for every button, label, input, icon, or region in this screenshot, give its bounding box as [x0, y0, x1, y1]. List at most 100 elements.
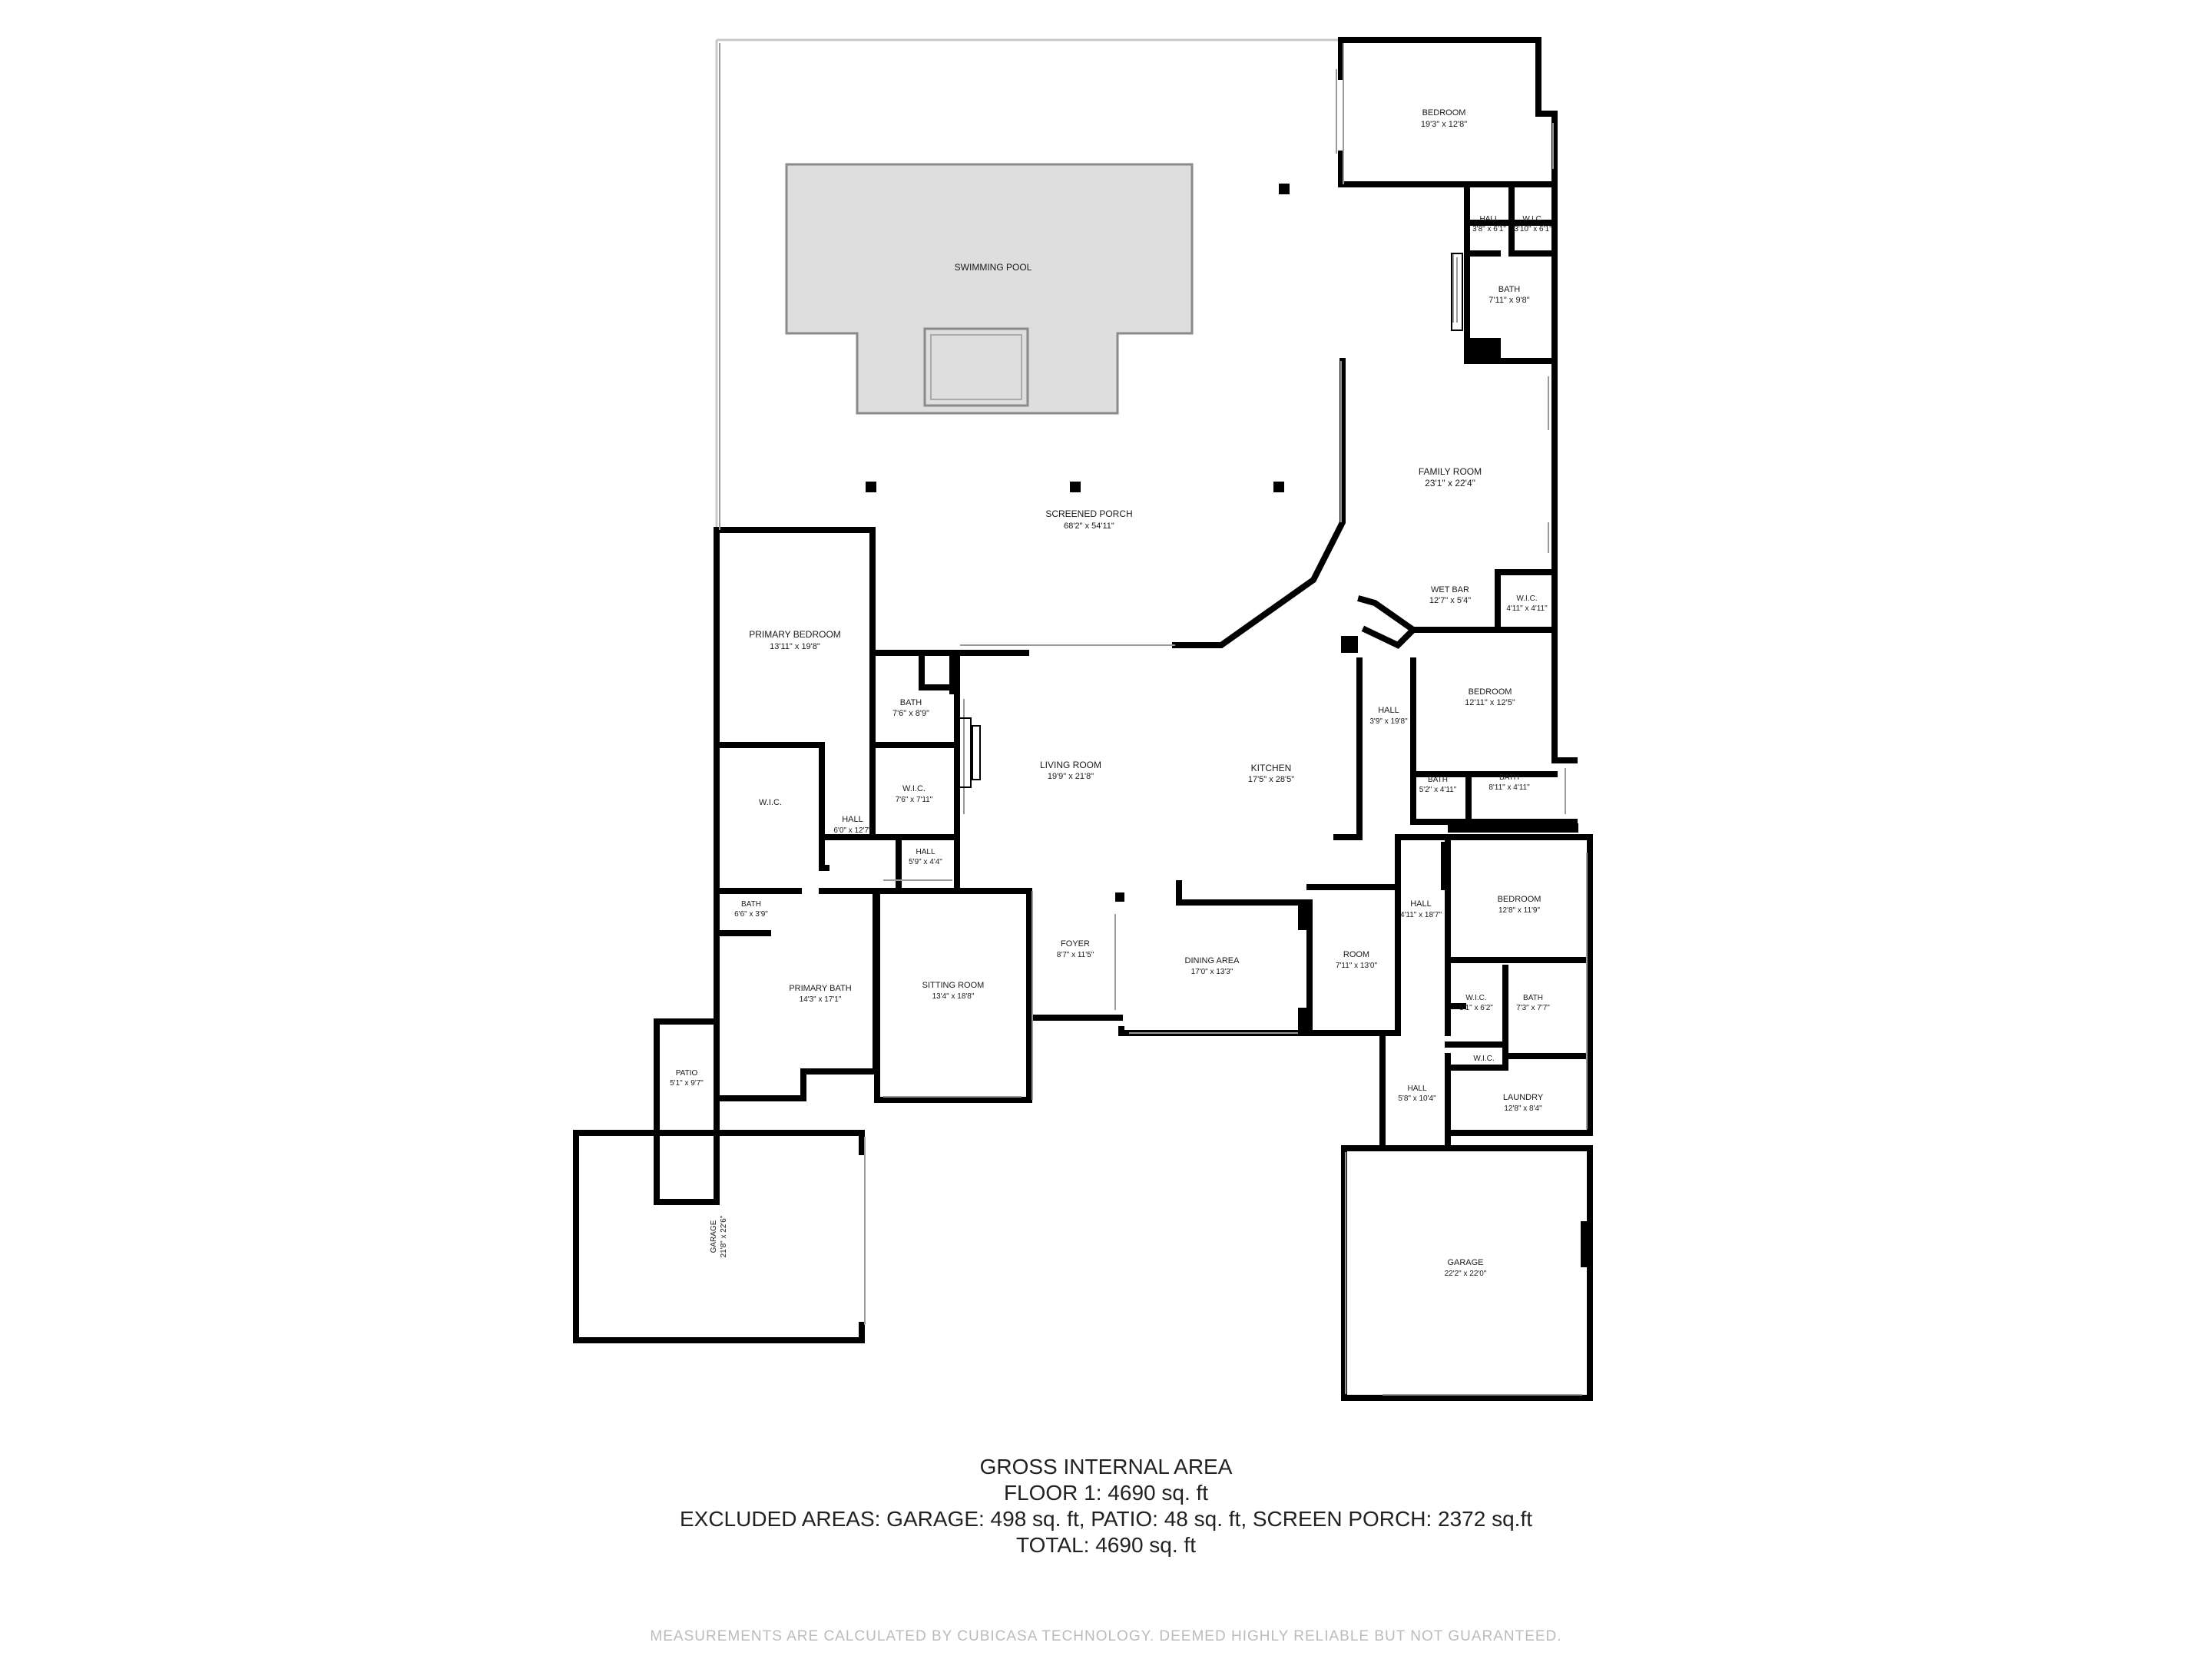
- svg-text:BATH: BATH: [741, 900, 761, 909]
- room-label-dining-area: DINING AREA 17'0" x 13'3": [1185, 956, 1240, 976]
- svg-text:7'6" x 8'9": 7'6" x 8'9": [892, 709, 929, 718]
- svg-text:12'8" x 11'9": 12'8" x 11'9": [1498, 906, 1541, 915]
- svg-text:14'3" x 17'1": 14'3" x 17'1": [800, 995, 842, 1004]
- room-label-wic-center: W.I.C. 7'6" x 7'11": [896, 784, 933, 804]
- svg-text:LAUNDRY: LAUNDRY: [1503, 1093, 1544, 1102]
- area-summary: GROSS INTERNAL AREA FLOOR 1: 4690 sq. ft…: [0, 1454, 2212, 1558]
- room-label-primary-bath: PRIMARY BATH 14'3" x 17'1": [789, 984, 851, 1004]
- svg-text:HALL: HALL: [1479, 215, 1498, 224]
- svg-text:19'9" x 21'8": 19'9" x 21'8": [1048, 772, 1094, 781]
- disclaimer: MEASUREMENTS ARE CALCULATED BY CUBICASA …: [650, 1628, 1562, 1644]
- svg-text:3'9" x 19'8": 3'9" x 19'8": [1369, 717, 1408, 726]
- svg-text:19'3" x 12'8": 19'3" x 12'8": [1421, 120, 1467, 129]
- svg-text:W.I.C.: W.I.C.: [1516, 594, 1537, 603]
- area-total: TOTAL: 4690 sq. ft: [1016, 1533, 1196, 1557]
- svg-text:W.I.C.: W.I.C.: [759, 798, 782, 807]
- room-label-wic-west: W.I.C.: [759, 798, 782, 807]
- area-floor: FLOOR 1: 4690 sq. ft: [1003, 1481, 1209, 1505]
- svg-text:5'9" x 4'4": 5'9" x 4'4": [909, 858, 942, 866]
- svg-text:BATH: BATH: [1498, 285, 1521, 294]
- svg-text:7'11" x 9'8": 7'11" x 9'8": [1488, 296, 1529, 305]
- svg-text:HALL: HALL: [1378, 706, 1399, 715]
- svg-text:21'8" x 22'6": 21'8" x 22'6": [720, 1215, 728, 1257]
- room-label-bedroom-ne: BEDROOM 19'3" x 12'8": [1421, 108, 1467, 129]
- room-label-wic-se-small: W.I.C.: [1473, 1055, 1494, 1063]
- room-label-laundry: LAUNDRY 12'8" x 8'4": [1503, 1093, 1544, 1113]
- svg-text:LIVING ROOM: LIVING ROOM: [1040, 760, 1101, 770]
- svg-text:PATIO: PATIO: [676, 1069, 698, 1078]
- svg-text:12'8" x 8'4": 12'8" x 8'4": [1504, 1104, 1542, 1113]
- svg-text:DINING AREA: DINING AREA: [1185, 956, 1240, 965]
- svg-text:FOYER: FOYER: [1061, 939, 1090, 949]
- room-label-wet-bar: WET BAR 12'7" x 5'4": [1429, 585, 1471, 605]
- svg-text:3'8" x 6'1": 3'8" x 6'1": [1472, 225, 1506, 233]
- svg-text:PRIMARY BATH: PRIMARY BATH: [789, 984, 851, 993]
- svg-text:22'2" x 22'0": 22'2" x 22'0": [1445, 1270, 1487, 1278]
- svg-text:BATH: BATH: [1428, 776, 1448, 784]
- room-label-bath-ne: BATH 7'11" x 9'8": [1488, 285, 1529, 305]
- svg-text:HALL: HALL: [1407, 1084, 1426, 1093]
- svg-text:BATH: BATH: [900, 698, 922, 707]
- walls: [573, 37, 1593, 1401]
- svg-text:BATH: BATH: [1523, 994, 1543, 1002]
- windows: [719, 43, 1588, 1396]
- svg-text:17'0" x 13'3": 17'0" x 13'3": [1191, 968, 1233, 976]
- svg-text:HALL: HALL: [1410, 899, 1432, 909]
- svg-text:W.I.C.: W.I.C.: [902, 784, 926, 793]
- svg-text:FAMILY ROOM: FAMILY ROOM: [1419, 466, 1482, 477]
- svg-text:SITTING ROOM: SITTING ROOM: [922, 981, 985, 990]
- svg-text:17'5" x 28'5": 17'5" x 28'5": [1248, 775, 1294, 784]
- svg-text:GARAGE: GARAGE: [710, 1220, 718, 1253]
- svg-text:5'1" x 6'2": 5'1" x 6'2": [1459, 1004, 1493, 1012]
- fireplace-ne-icon: [1451, 253, 1463, 331]
- svg-text:8'7" x 11'5": 8'7" x 11'5": [1057, 951, 1094, 959]
- svg-text:6'6" x 3'9": 6'6" x 3'9": [734, 910, 768, 919]
- fireplace-icon: [958, 717, 981, 788]
- room-label-wic-wetbar: W.I.C.4'11" x 4'11": [1506, 594, 1548, 613]
- svg-text:7'6" x 7'11": 7'6" x 7'11": [896, 796, 933, 804]
- room-label-primary-bedroom: PRIMARY BEDROOM 13'11" x 19'8": [749, 629, 841, 651]
- room-label-swimming-pool: SWIMMING POOL: [955, 262, 1032, 273]
- svg-text:BEDROOM: BEDROOM: [1469, 687, 1512, 697]
- room-label-living-room: LIVING ROOM 19'9" x 21'8": [1040, 760, 1101, 781]
- svg-text:PRIMARY BEDROOM: PRIMARY BEDROOM: [749, 629, 841, 640]
- svg-text:3'10" x 6'1": 3'10" x 6'1": [1514, 225, 1552, 233]
- svg-text:5'2" x 4'11": 5'2" x 4'11": [1419, 786, 1457, 794]
- room-label-wic-ne: W.I.C.3'10" x 6'1": [1514, 215, 1552, 233]
- porch-columns: [866, 184, 1290, 902]
- swimming-pool-shape: [785, 163, 1194, 415]
- svg-text:W.I.C.: W.I.C.: [1522, 215, 1543, 224]
- svg-text:7'3" x 7'7": 7'3" x 7'7": [1516, 1004, 1550, 1012]
- svg-text:68'2" x 54'11": 68'2" x 54'11": [1064, 522, 1114, 531]
- area-heading: GROSS INTERNAL AREA: [979, 1455, 1233, 1479]
- area-excluded: EXCLUDED AREAS: GARAGE: 498 sq. ft, PATI…: [679, 1507, 1533, 1531]
- svg-text:8'11" x 4'11": 8'11" x 4'11": [1488, 783, 1530, 792]
- svg-text:7'11" x 13'0": 7'11" x 13'0": [1336, 962, 1378, 970]
- room-label-bath-primary-upper: BATH 7'6" x 8'9": [892, 698, 929, 718]
- room-label-foyer: FOYER 8'7" x 11'5": [1057, 939, 1094, 959]
- wall-fills: [1298, 338, 1590, 1267]
- svg-text:13'11" x 19'8": 13'11" x 19'8": [770, 642, 820, 651]
- svg-text:BEDROOM: BEDROOM: [1422, 108, 1466, 118]
- svg-text:WET BAR: WET BAR: [1431, 585, 1469, 594]
- svg-text:12'7" x 5'4": 12'7" x 5'4": [1429, 596, 1471, 605]
- svg-text:12'11" x 12'5": 12'11" x 12'5": [1465, 698, 1515, 707]
- room-label-hall-east: HALL 3'9" x 19'8": [1369, 706, 1408, 726]
